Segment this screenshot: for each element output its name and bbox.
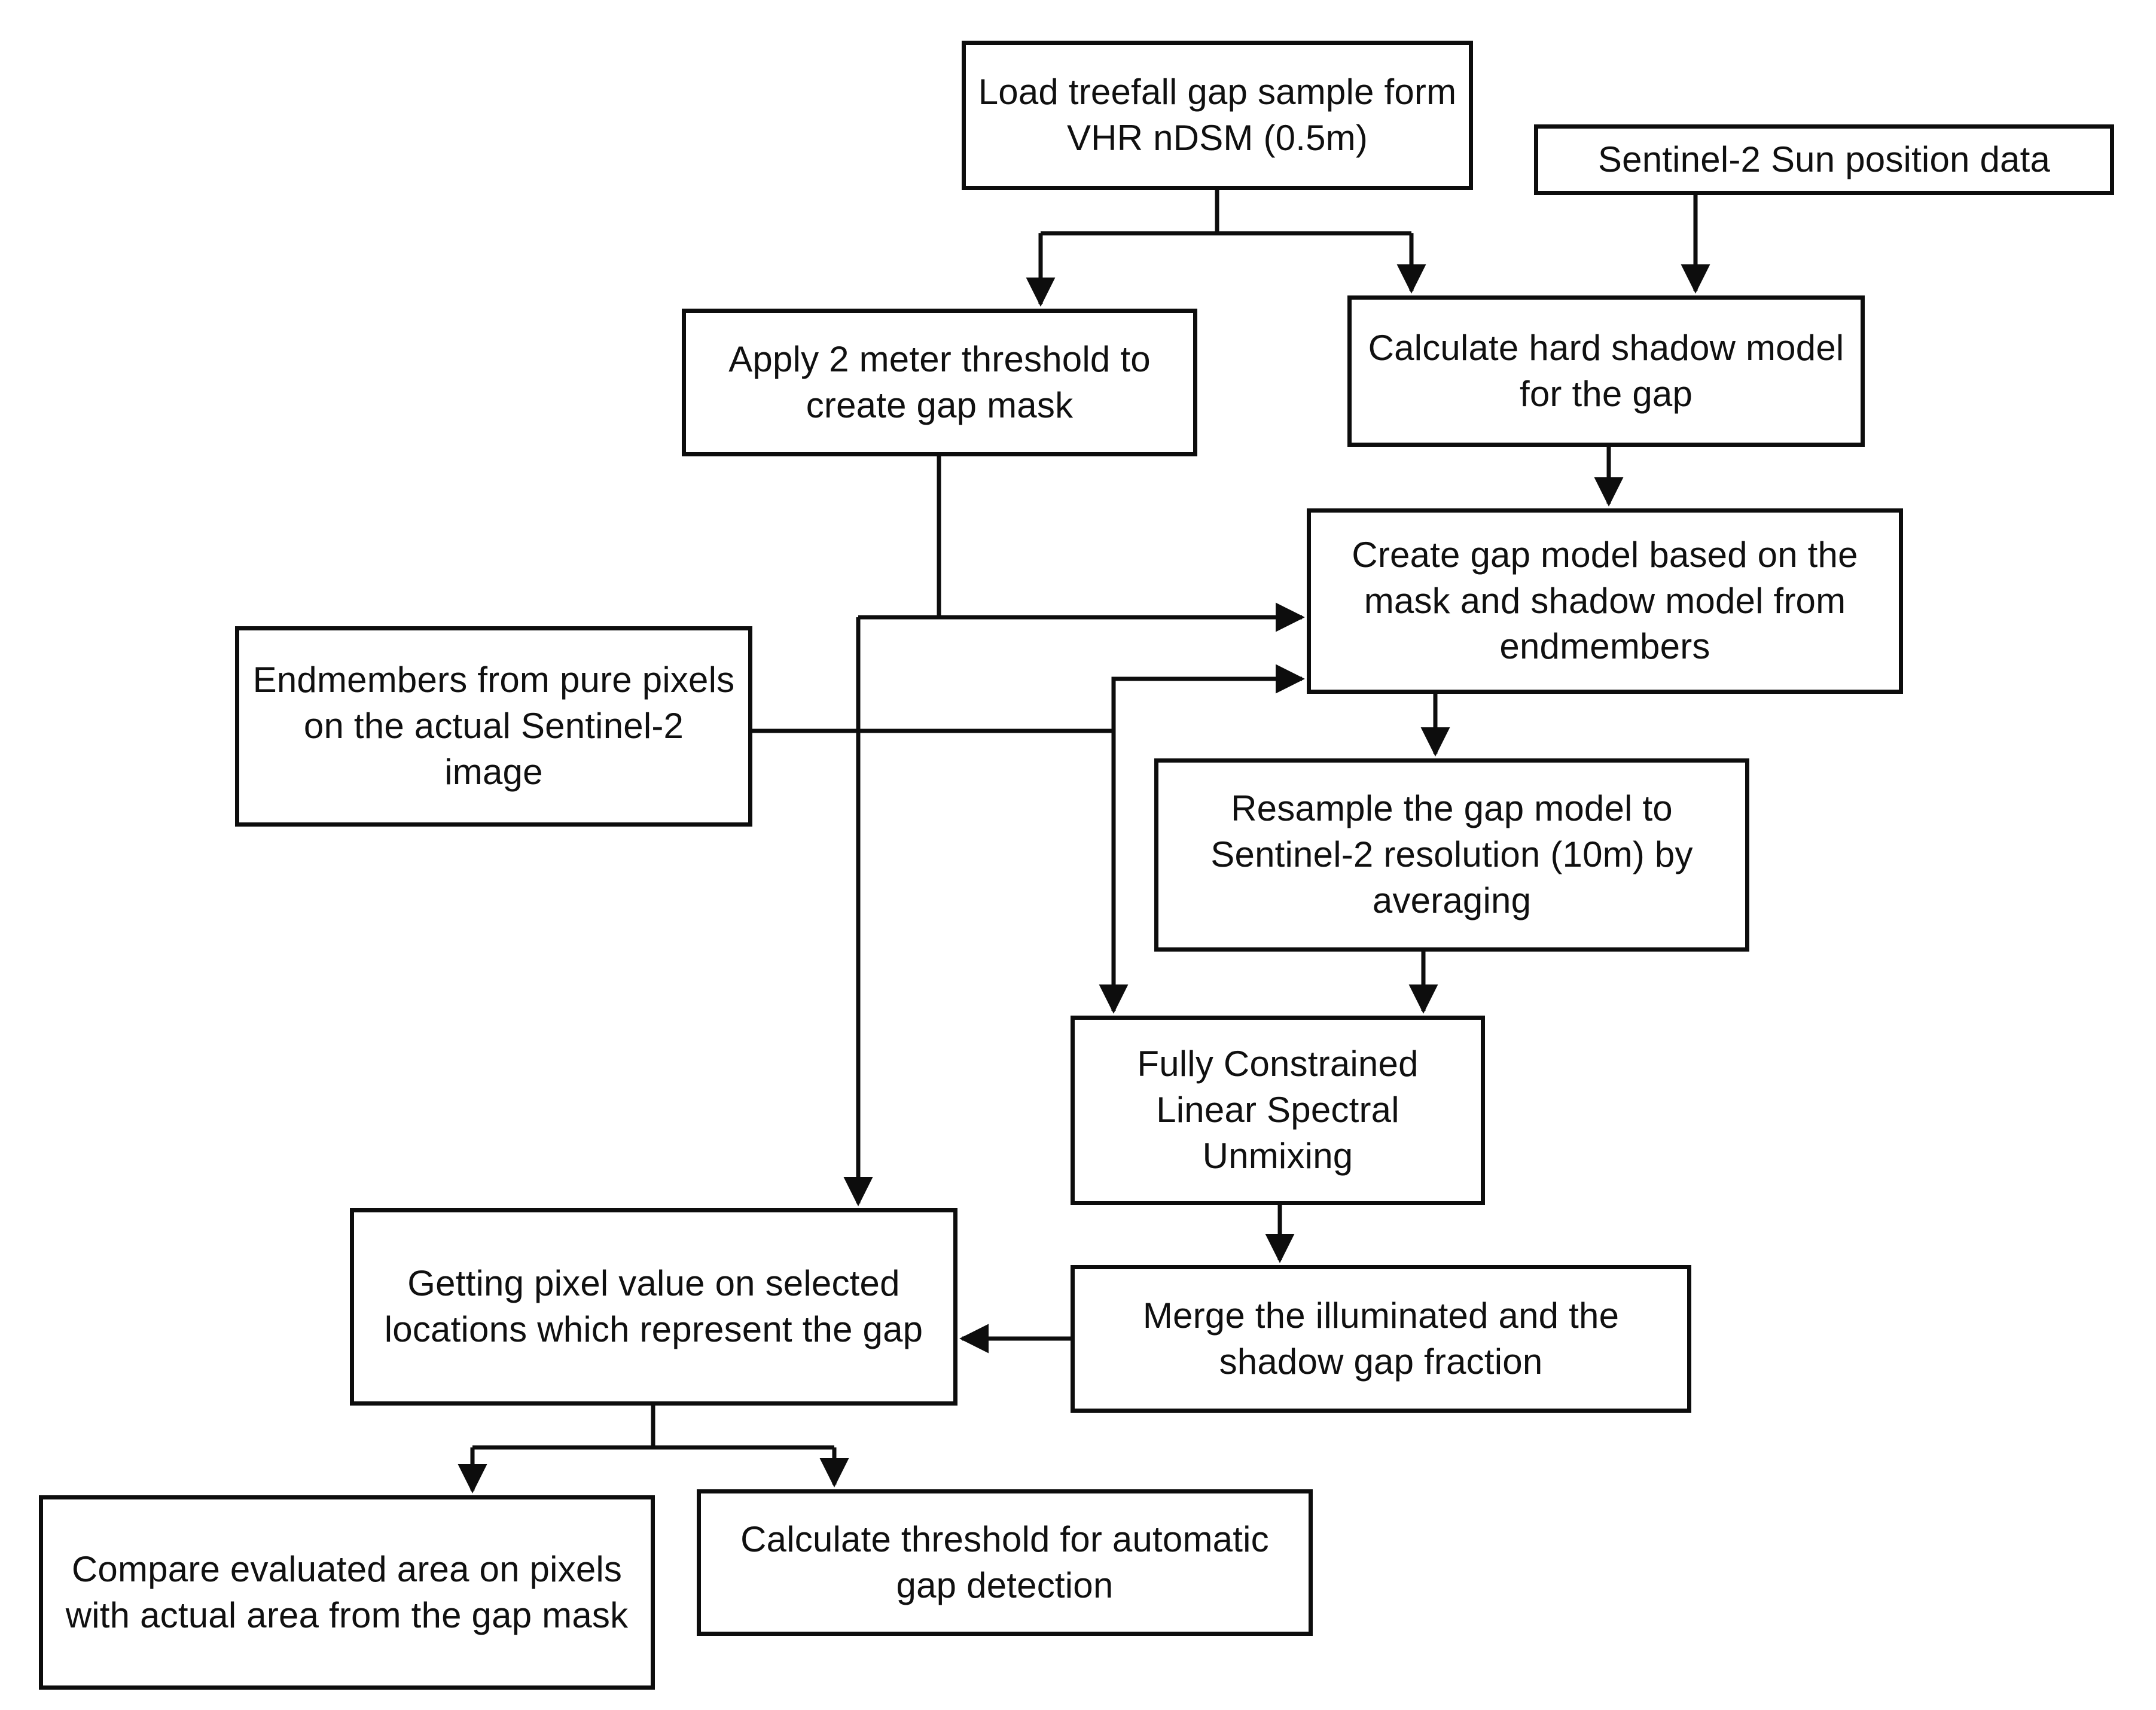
- node-create-gap-model[interactable]: Create gap model based on the mask and s…: [1307, 508, 1903, 694]
- node-unmixing[interactable]: Fully Constrained Linear Spectral Unmixi…: [1071, 1016, 1485, 1205]
- node-compare-area-label: Compare evaluated area on pixels with ac…: [65, 1549, 629, 1635]
- node-hard-shadow[interactable]: Calculate hard shadow model for the gap: [1347, 295, 1865, 447]
- node-load-sample[interactable]: Load treefall gap sample form VHR nDSM (…: [962, 41, 1473, 190]
- node-endmembers[interactable]: Endmembers from pure pixels on the actua…: [235, 626, 752, 827]
- node-getting-pixel-value[interactable]: Getting pixel value on selected location…: [350, 1208, 957, 1406]
- node-hard-shadow-label: Calculate hard shadow model for the gap: [1368, 327, 1844, 414]
- node-getting-pixel-value-label: Getting pixel value on selected location…: [384, 1263, 923, 1349]
- edge-endmembers-to-gapmodel: [1111, 664, 1305, 731]
- node-sun-position[interactable]: Sentinel-2 Sun position data: [1534, 124, 2114, 195]
- node-compare-area[interactable]: Compare evaluated area on pixels with ac…: [39, 1495, 655, 1690]
- node-calculate-threshold[interactable]: Calculate threshold for automatic gap de…: [697, 1489, 1313, 1636]
- node-create-gap-model-label: Create gap model based on the mask and s…: [1352, 534, 1858, 667]
- node-endmembers-label: Endmembers from pure pixels on the actua…: [252, 660, 735, 792]
- node-sun-position-label: Sentinel-2 Sun position data: [1597, 139, 2051, 179]
- node-merge-fractions-label: Merge the illuminated and the shadow gap…: [1142, 1295, 1620, 1382]
- node-unmixing-label: Fully Constrained Linear Spectral Unmixi…: [1137, 1044, 1419, 1176]
- edge-apply-route: [858, 456, 941, 620]
- node-apply-threshold-label: Apply 2 meter threshold to create gap ma…: [728, 339, 1151, 425]
- node-merge-fractions[interactable]: Merge the illuminated and the shadow gap…: [1071, 1265, 1691, 1413]
- node-load-sample-label: Load treefall gap sample form VHR nDSM (…: [978, 72, 1457, 158]
- node-apply-threshold[interactable]: Apply 2 meter threshold to create gap ma…: [682, 309, 1197, 456]
- node-calculate-threshold-label: Calculate threshold for automatic gap de…: [740, 1519, 1269, 1605]
- node-resample[interactable]: Resample the gap model to Sentinel-2 res…: [1154, 758, 1749, 952]
- node-resample-label: Resample the gap model to Sentinel-2 res…: [1210, 788, 1693, 920]
